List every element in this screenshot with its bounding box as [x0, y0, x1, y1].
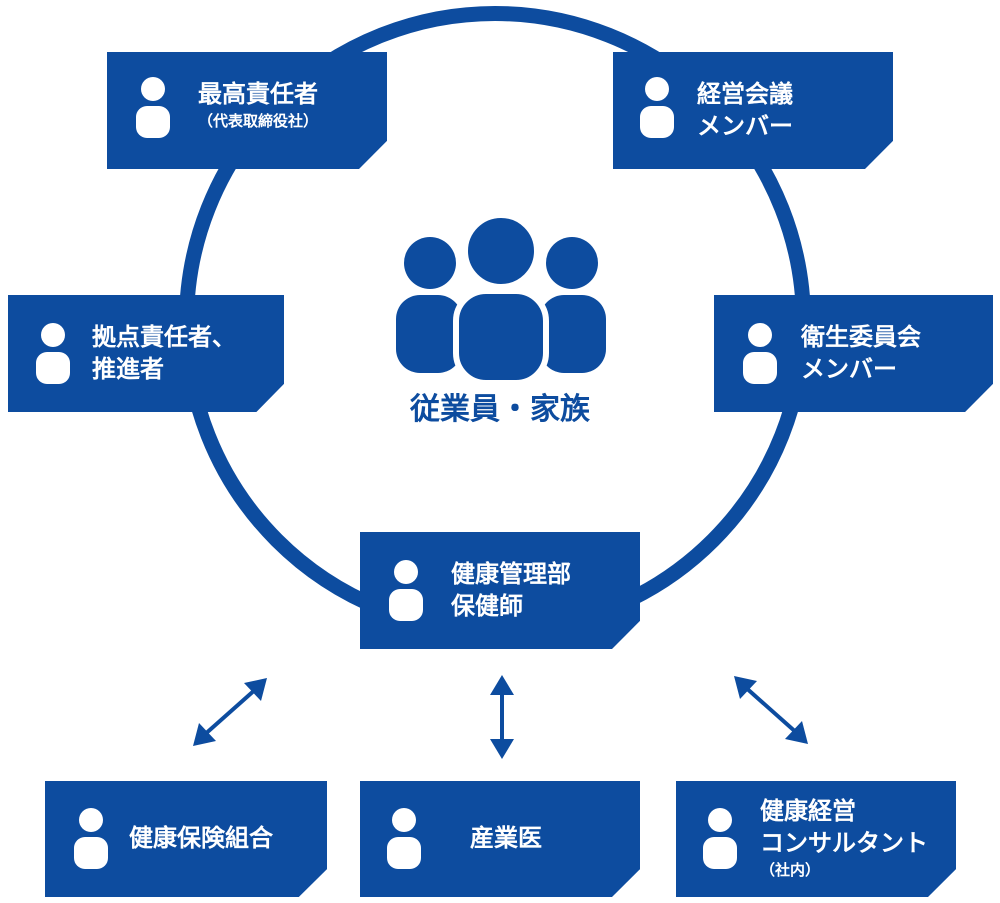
- person-icon: [36, 323, 70, 384]
- node-industrial-physician: 産業医: [360, 781, 640, 897]
- people-group-icon: [396, 213, 606, 383]
- node-management-meeting: 経営会議 メンバー: [613, 52, 893, 169]
- person-icon: [703, 808, 737, 869]
- node-health-consultant-line1: 健康経営: [760, 797, 856, 825]
- node-health-committee-line1: 衛生委員会: [801, 323, 921, 351]
- node-site-leaders-line2: 推進者: [92, 355, 164, 383]
- node-management-line1: 経営会議: [697, 80, 793, 108]
- node-health-consultant-line2: コンサルタント: [760, 829, 928, 857]
- node-health-committee-line2: メンバー: [801, 355, 897, 383]
- node-site-leaders-line1: 拠点責任者、: [92, 323, 236, 351]
- node-health-dept: 健康管理部 保健師: [360, 532, 640, 649]
- person-icon: [640, 77, 674, 138]
- employees-family-label: 従業員・家族: [410, 392, 590, 427]
- person-icon: [743, 323, 777, 384]
- double-arrow-right: [734, 676, 808, 744]
- person-icon: [136, 77, 170, 138]
- node-health-insurance-label: 健康保険組合: [129, 824, 273, 852]
- person-icon: [74, 808, 108, 869]
- node-ceo-subtitle: （代表取締役社）: [198, 112, 319, 130]
- node-site-leaders: 拠点責任者、 推進者: [8, 295, 284, 412]
- person-icon: [389, 560, 423, 621]
- node-industrial-physician-label: 産業医: [470, 824, 542, 852]
- node-health-dept-line1: 健康管理部: [451, 560, 571, 588]
- node-management-line2: メンバー: [697, 112, 793, 140]
- double-arrow-left: [193, 678, 267, 746]
- node-ceo: 最高責任者 （代表取締役社）: [107, 52, 387, 169]
- node-ceo-title: 最高責任者: [198, 80, 318, 108]
- node-health-insurance: 健康保険組合: [45, 781, 327, 897]
- node-health-consultant-line3: （社内）: [760, 861, 821, 879]
- node-health-committee: 衛生委員会 メンバー: [714, 295, 993, 412]
- double-arrow-center: [490, 675, 514, 759]
- node-health-dept-line2: 保健師: [451, 592, 523, 620]
- node-health-consultant: 健康経営 コンサルタント （社内）: [676, 781, 956, 897]
- person-icon: [387, 808, 421, 869]
